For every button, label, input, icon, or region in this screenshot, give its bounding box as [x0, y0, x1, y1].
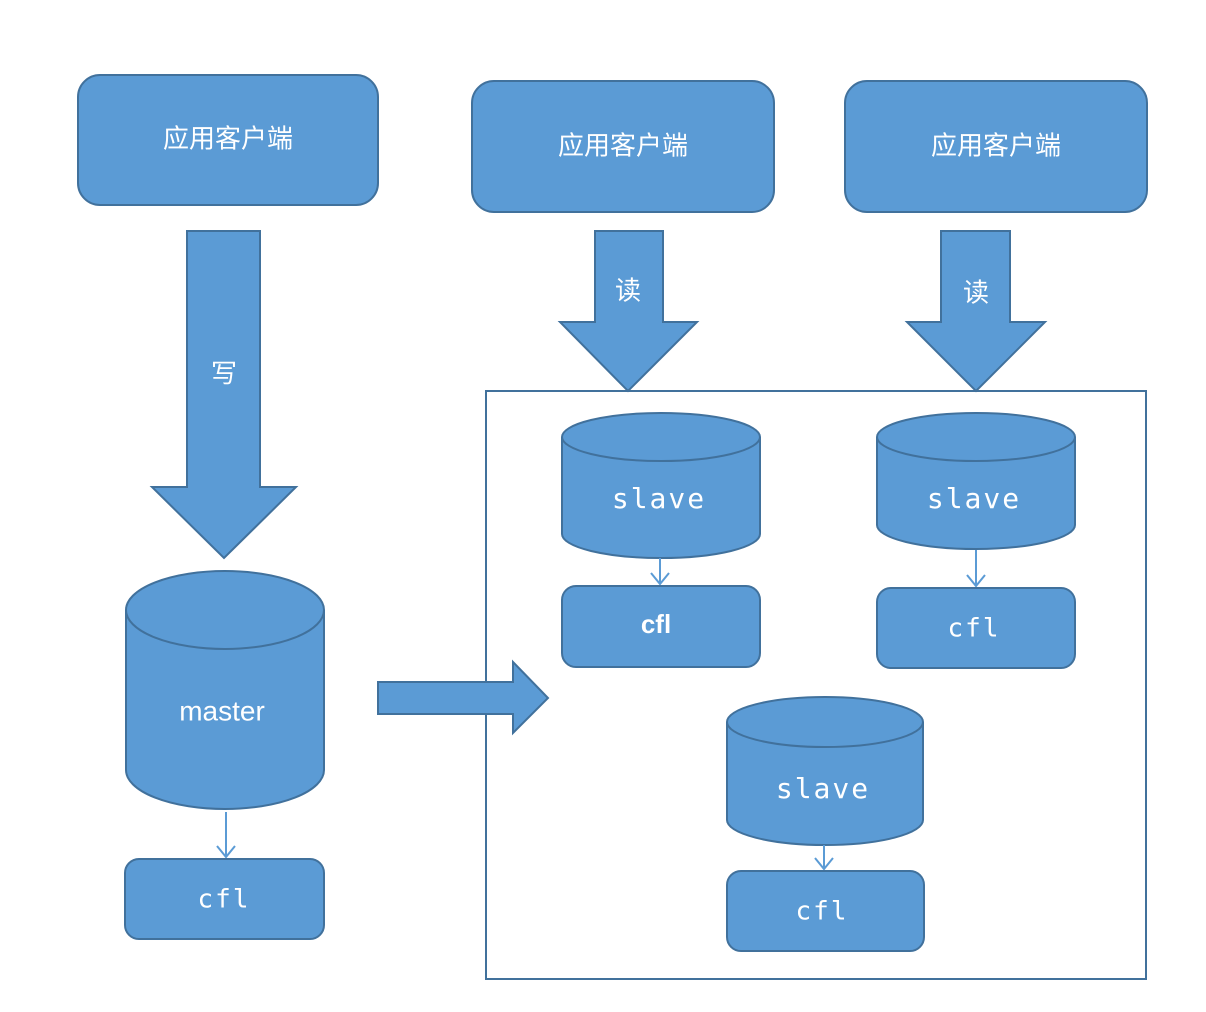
- slave-database-3: slave: [726, 696, 924, 846]
- client-box-3-shape: [844, 80, 1148, 213]
- slave-3-label: slave: [776, 772, 870, 805]
- client-box-2: 应用客户端: [471, 80, 775, 213]
- master-cylinder-body: [125, 610, 325, 810]
- read-arrow-1: 读: [557, 230, 700, 393]
- master-connector: [216, 812, 236, 859]
- replication-arrow: [377, 659, 550, 736]
- slave-2-log-label: cfl: [948, 614, 1001, 644]
- slave-3-log-shape: [726, 870, 925, 952]
- read-arrow-2-shape: [904, 230, 1048, 393]
- client-label-1: 应用客户端: [163, 125, 293, 155]
- slave-3-connector-arrowhead: [814, 857, 834, 871]
- slave-2-cylinder-top: [876, 412, 1076, 462]
- master-log-label: cfl: [198, 885, 251, 915]
- slave-2-cylinder-body: [876, 437, 1076, 550]
- slave-database-1: slave: [561, 412, 761, 559]
- read-arrow-1-label: 读: [615, 277, 641, 307]
- client-label-2: 应用客户端: [558, 132, 688, 162]
- slave-2-label: slave: [927, 482, 1021, 515]
- master-connector-arrowhead: [216, 845, 236, 859]
- slave-1-label: slave: [612, 482, 706, 515]
- write-arrow-shape: [149, 230, 299, 560]
- client-box-3: 应用客户端: [844, 80, 1148, 213]
- client-box-1: 应用客户端: [77, 74, 379, 206]
- slave-3-log-box: cfl: [726, 870, 925, 952]
- write-arrow: 写: [149, 230, 299, 560]
- client-box-1-shape: [77, 74, 379, 206]
- read-arrow-1-shape: [557, 230, 700, 393]
- slave-1-log-label: cfl: [641, 609, 671, 639]
- slave-1-log-shape: [561, 585, 761, 668]
- read-arrow-2-label: 读: [963, 279, 989, 309]
- master-cylinder-top: [125, 570, 325, 650]
- master-database: master: [125, 570, 325, 810]
- slave-1-log-box: cfl: [561, 585, 761, 668]
- master-label: master: [179, 695, 265, 726]
- slave-2-connector-arrowhead: [966, 574, 986, 588]
- master-log-shape: [124, 858, 325, 940]
- write-arrow-label: 写: [211, 360, 237, 390]
- slave-1-connector: [650, 558, 670, 586]
- slave-3-log-label: cfl: [796, 897, 849, 927]
- slave-2-log-shape: [876, 587, 1076, 669]
- client-label-3: 应用客户端: [931, 132, 1061, 162]
- client-box-2-shape: [471, 80, 775, 213]
- slave-2-connector: [966, 550, 986, 588]
- read-arrow-2: 读: [904, 230, 1048, 393]
- slave-database-2: slave: [876, 412, 1076, 550]
- slave-2-log-box: cfl: [876, 587, 1076, 669]
- slave-1-connector-arrowhead: [650, 572, 670, 586]
- slave-3-connector: [814, 845, 834, 871]
- slave-3-cylinder-top: [726, 696, 924, 748]
- master-log-box: cfl: [124, 858, 325, 940]
- slave-1-cylinder-top: [561, 412, 761, 462]
